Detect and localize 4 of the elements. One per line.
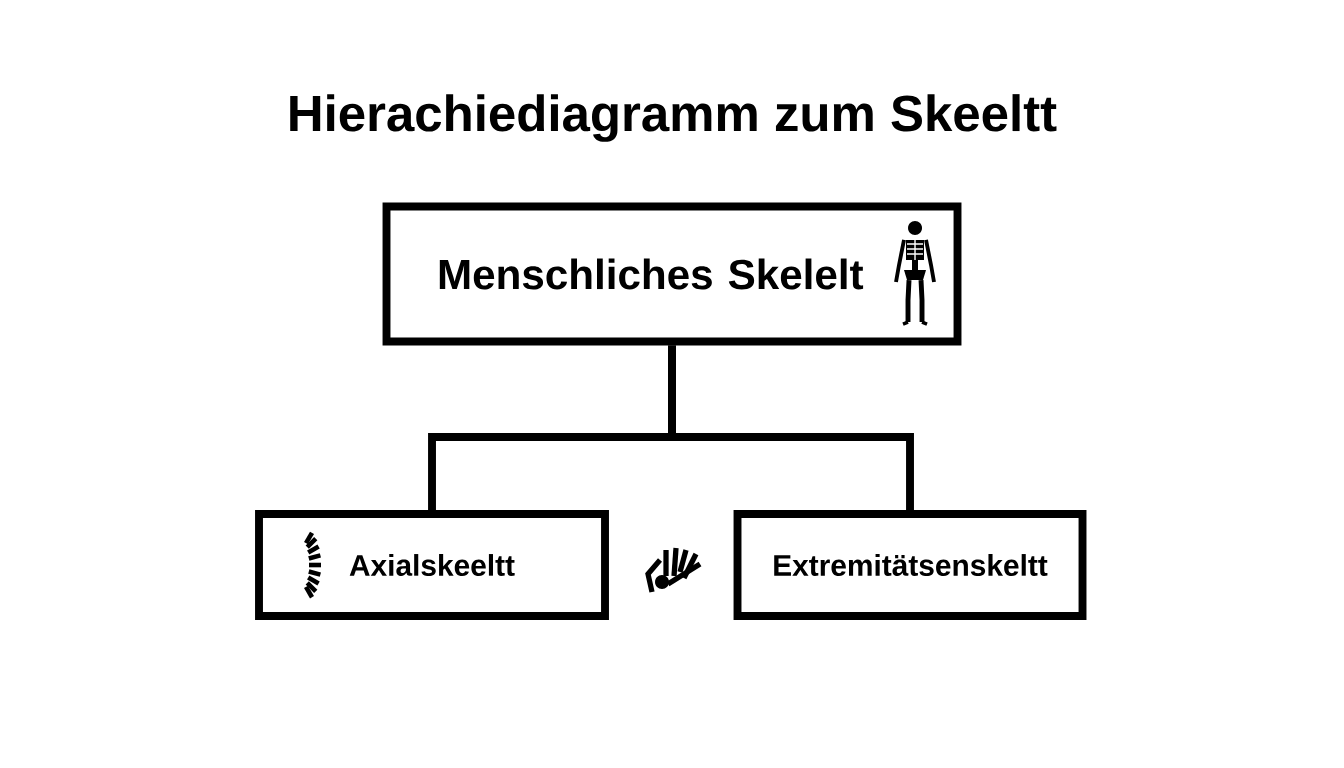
category-box: Menschliches Skelelt bbox=[382, 202, 962, 346]
category-box: Axialskeeltt bbox=[255, 510, 609, 620]
title: Hierachiediagramm zum Skeeltt bbox=[290, 94, 1057, 142]
category-box: Extremitätsenskeltt bbox=[733, 510, 1087, 620]
